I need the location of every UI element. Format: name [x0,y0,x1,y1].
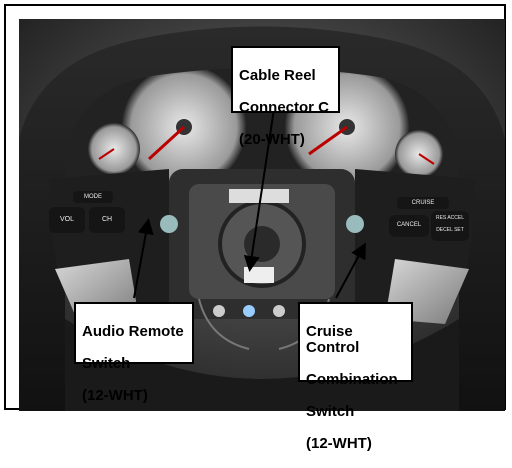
callout-line: Audio Remote [82,323,184,340]
figure-frame: MODE VOL CH CRUISE CANCEL RES ACCEL DECE… [4,4,506,452]
callout-line: (20-WHT) [239,131,305,148]
mode-button [73,191,113,203]
callout-line: (12-WHT) [306,435,372,452]
cruise-button [397,197,449,209]
decel-set-label: DECEL SET [436,227,464,233]
cancel-label: CANCEL [396,222,422,228]
mode-label: MODE [84,194,102,200]
callout-line: Connector C [239,99,329,116]
cruise-switch-arrow [335,242,366,299]
vol-button [49,207,85,233]
res-accel-label: RES ACCEL [435,215,465,221]
audio-switch-arrow [133,218,154,299]
cancel-button [389,215,429,237]
ch-label: CH [101,216,113,223]
cable-reel-arrow [243,108,275,272]
callout-arrows [133,108,366,299]
audio-remote-callout: Audio Remote Switch (12-WHT) [74,302,194,404]
cruise-label: CRUISE [411,200,435,206]
cruise-control-callout: Cruise Control Combination Switch (12-WH… [298,302,413,452]
res-set-button [431,211,469,241]
callout-line: Switch [306,403,355,420]
callout-line: Cruise Control [306,323,360,356]
callout-line: (12-WHT) [82,387,148,404]
callout-line: Switch [82,355,131,372]
cable-reel-callout: Cable Reel Connector C (20-WHT) [231,46,340,148]
vol-label: VOL [59,216,74,223]
ch-button [89,207,125,233]
callout-line: Cable Reel [239,67,316,84]
callout-line: Combination [306,371,398,388]
